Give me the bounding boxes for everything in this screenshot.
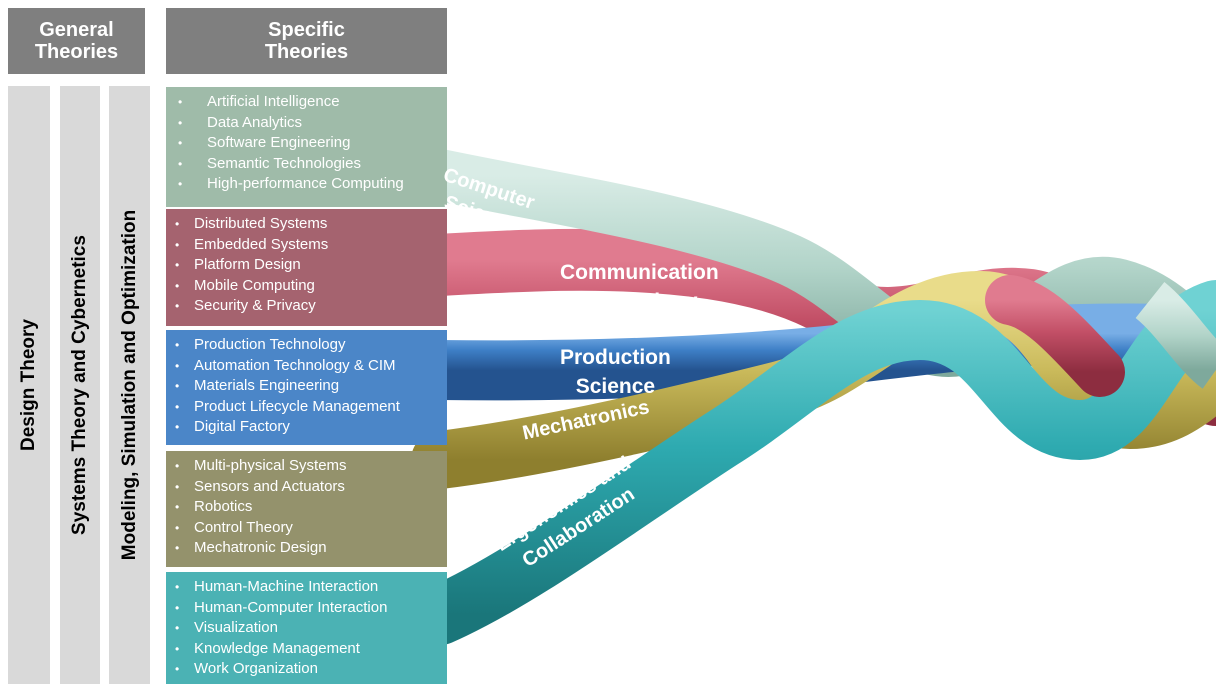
list-item: Human-Computer Interaction: [175, 598, 439, 619]
computer-science-box: Artificial Intelligence Data Analytics S…: [166, 87, 447, 207]
general-theory-label: Design Theory: [18, 319, 39, 451]
list-item: Production Technology: [175, 335, 439, 356]
list-item: Work Organization: [175, 659, 439, 680]
list-item: Product Lifecycle Management: [175, 397, 439, 418]
specific-theories-header: Specific Theories: [166, 8, 447, 74]
list-item: Digital Factory: [175, 417, 439, 438]
list-item: Knowledge Management: [175, 639, 439, 660]
list-item: Materials Engineering: [175, 376, 439, 397]
list-item: Multi-physical Systems: [175, 456, 439, 477]
general-theories-header: General Theories: [8, 8, 145, 74]
list-item: Embedded Systems: [175, 235, 439, 256]
list-item: High-performance Computing: [175, 174, 439, 195]
general-theory-bar: Design Theory: [8, 86, 50, 684]
communication-technology-label: Communication Technology: [560, 261, 719, 313]
list-item: Software Engineering: [175, 133, 439, 154]
list-item: Mechatronic Design: [175, 538, 439, 559]
communication-technology-box: Distributed Systems Embedded Systems Pla…: [166, 209, 447, 326]
production-science-label: Production Science: [560, 346, 671, 398]
mechatronics-box: Multi-physical Systems Sensors and Actua…: [166, 451, 447, 567]
production-science-box: Production Technology Automation Technol…: [166, 330, 447, 445]
list-item: Robotics: [175, 497, 439, 518]
ergonomics-box: Human-Machine Interaction Human-Computer…: [166, 572, 447, 684]
list-item: Sensors and Actuators: [175, 477, 439, 498]
list-item: Semantic Technologies: [175, 154, 439, 175]
ergonomics-strand: [410, 280, 1216, 645]
list-item: Platform Design: [175, 255, 439, 276]
list-item: Visualization: [175, 618, 439, 639]
list-item: Data Analytics: [175, 113, 439, 134]
list-item: Human-Machine Interaction: [175, 577, 439, 598]
list-item: Control Theory: [175, 518, 439, 539]
list-item: Security & Privacy: [175, 296, 439, 317]
list-item: Artificial Intelligence: [175, 92, 439, 113]
general-theory-bar: Systems Theory and Cybernetics: [60, 86, 100, 684]
list-item: Distributed Systems: [175, 214, 439, 235]
general-theory-label: Modeling, Simulation and Optimization: [118, 209, 140, 561]
general-theory-label: Systems Theory and Cybernetics: [69, 235, 90, 535]
list-item: Mobile Computing: [175, 276, 439, 297]
general-theory-bar: Modeling, Simulation and Optimization: [109, 86, 150, 684]
list-item: Automation Technology & CIM: [175, 356, 439, 377]
